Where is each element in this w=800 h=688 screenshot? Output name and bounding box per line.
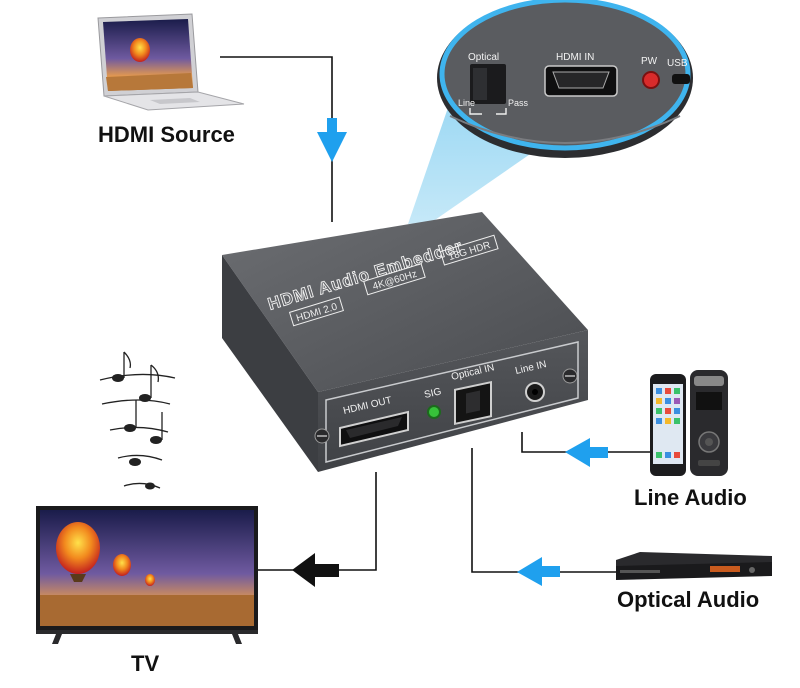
arrow-tv-left-icon [292, 553, 339, 587]
pw-led-icon [642, 71, 660, 89]
zoom-beam [408, 96, 536, 224]
sig-label: SIG [423, 386, 442, 401]
usb-port [672, 74, 690, 84]
hdmi-source-label: HDMI Source [98, 122, 235, 147]
zoom-pw-label: PW [641, 56, 658, 67]
music-notes-icon [99, 351, 176, 490]
smartphone-icon [650, 374, 686, 476]
zoom-pass-label: Pass [508, 98, 529, 108]
tv-label: TV [131, 651, 160, 676]
wire-optical [471, 448, 617, 573]
sig-led-icon [427, 405, 441, 419]
dvd-player-icon [616, 552, 772, 580]
screw-icon [314, 368, 578, 444]
arrow-optical-left-icon [517, 557, 560, 586]
zoom-hdmi-in-label: HDMI IN [556, 52, 594, 63]
laptop-icon [97, 13, 245, 111]
wire-hdmi-source [220, 56, 333, 222]
hdmi-audio-embedder-device [222, 212, 588, 472]
arrow-hdmi-source-down-icon [317, 118, 347, 162]
optical-audio-label: Optical Audio [617, 587, 760, 612]
arrow-line-audio-left-icon [565, 438, 608, 467]
voice-recorder-icon [690, 370, 728, 476]
line-audio-label: Line Audio [634, 485, 747, 510]
zoom-optical-label: Optical [468, 52, 499, 63]
zoom-usb-label: USB [667, 58, 688, 69]
zoom-line-label: Line [458, 98, 475, 108]
tv-icon [36, 506, 258, 644]
wire-tv [258, 472, 377, 571]
zoom-callout [437, 0, 693, 158]
